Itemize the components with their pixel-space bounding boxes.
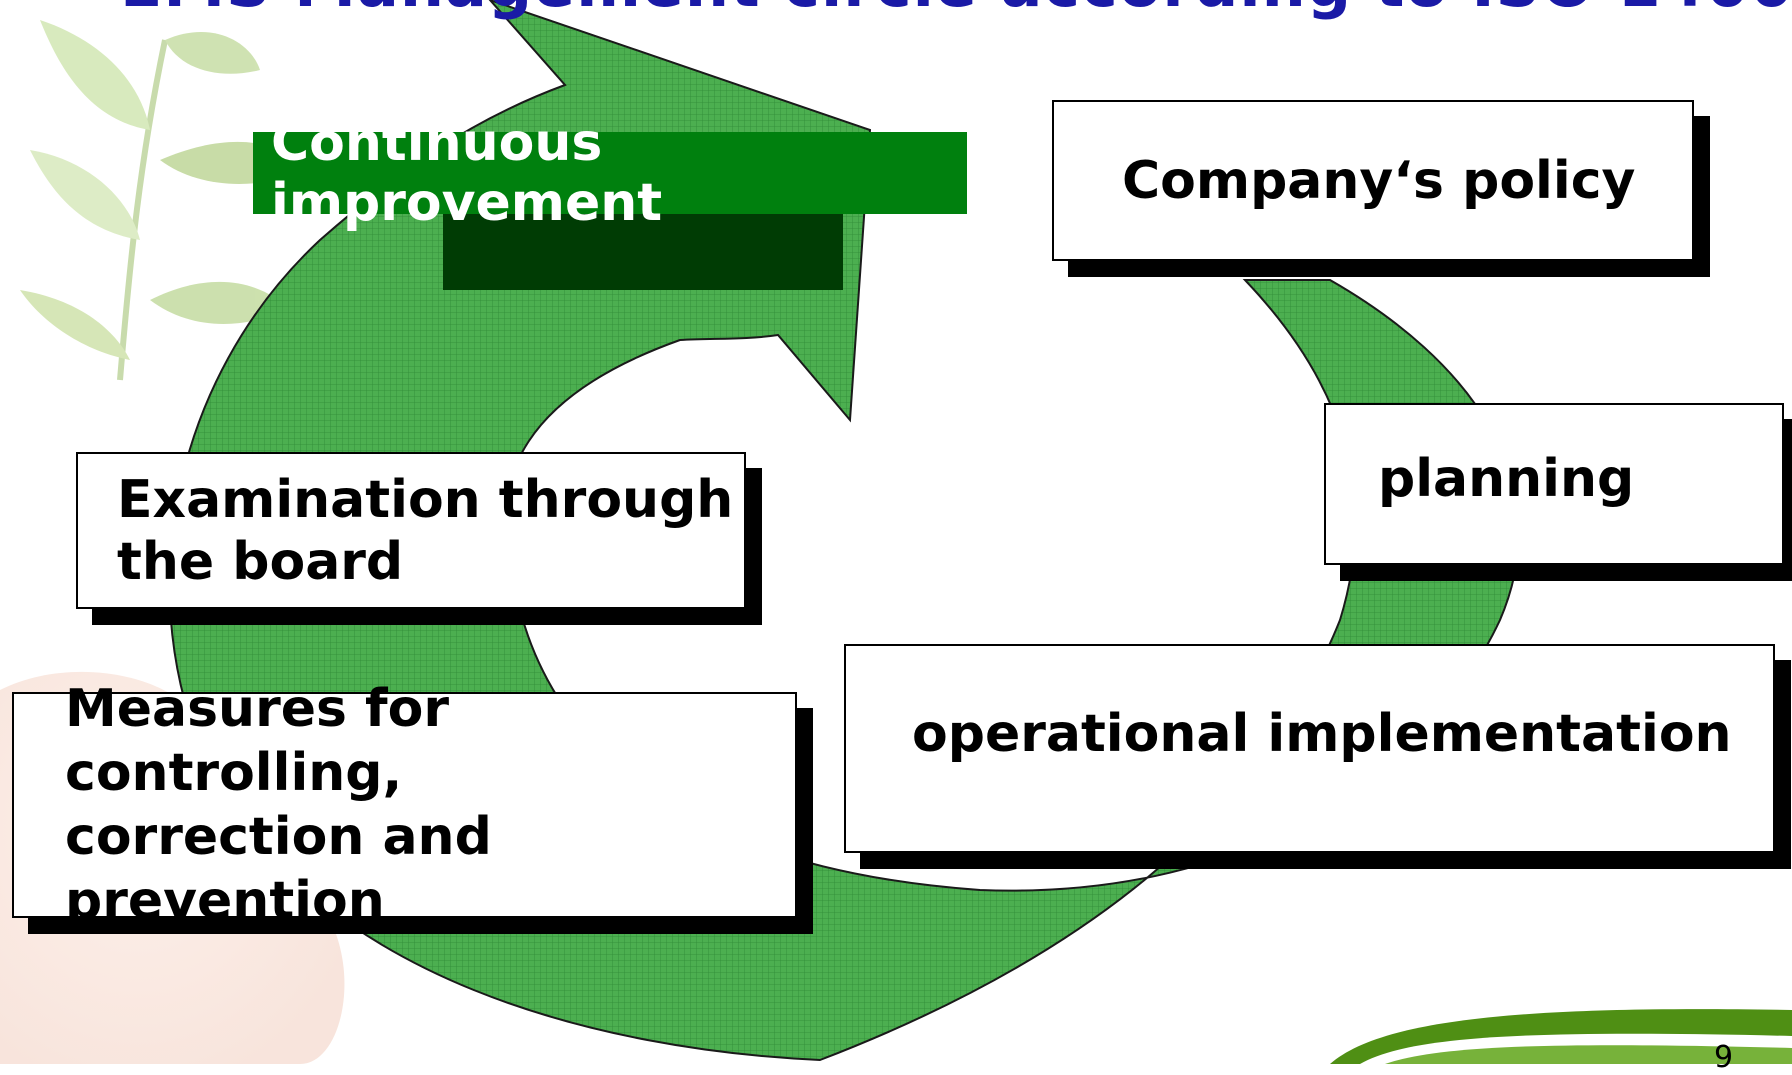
company-policy-text: Company‘s policy	[1122, 150, 1636, 211]
continuous-improvement-text: Continuous improvement	[271, 113, 663, 233]
examination-box: Examination through the board	[76, 452, 746, 609]
examination-line-1: Examination through	[117, 469, 734, 530]
planning-text: planning	[1378, 449, 1635, 509]
slide-title: EMS Management circle according to ISO 1…	[120, 0, 1792, 21]
planning-box: planning	[1324, 403, 1784, 565]
operational-implementation-text: operational implementation	[912, 703, 1732, 764]
logo-swoosh-icon	[1330, 1009, 1792, 1064]
operational-implementation-box: operational implementation	[844, 644, 1775, 853]
continuous-improvement-label: Continuous improvement	[253, 113, 967, 233]
measures-box: Measures for controlling, correction and…	[12, 679, 797, 931]
continuous-improvement-shadow	[443, 214, 843, 290]
page-number: 9	[1714, 1040, 1734, 1075]
measures-line-1: Measures for controlling,	[65, 679, 450, 803]
examination-line-2: the board	[117, 531, 404, 592]
measures-line-2: correction and prevention	[65, 807, 492, 931]
company-policy-box: Company‘s policy	[1052, 100, 1694, 261]
